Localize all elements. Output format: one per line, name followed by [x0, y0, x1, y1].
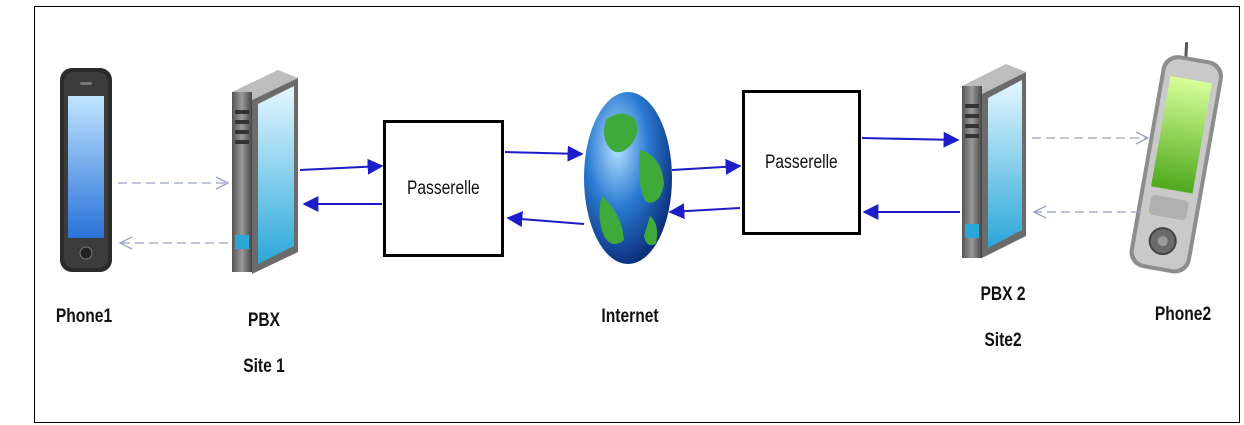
arrow-internet-to-gateway2: [671, 158, 742, 175]
pbx1-label-line1: PBX: [247, 310, 281, 331]
arrow-gateway2-to-internet: [668, 203, 741, 220]
gateway-label: Passerelle: [765, 151, 838, 173]
gateway-label: Passerelle: [407, 177, 480, 199]
arrow-gateway1-to-internet: [504, 145, 584, 162]
pbx2-label-line1: PBX 2: [980, 284, 1026, 305]
arrow-gateway2-to-pbx2: [861, 131, 960, 148]
globe-icon: [584, 92, 672, 264]
gateway-box-2: Passerelle: [742, 90, 861, 235]
smartphone-icon: [60, 68, 112, 272]
phone2-label: Phone2: [1154, 304, 1212, 325]
arrow-pbx1-to-gateway1: [299, 158, 384, 175]
pbx2-label-line2: Site2: [984, 330, 1022, 351]
server-tower-icon: [962, 64, 1026, 258]
internet-label: Internet: [601, 306, 659, 327]
arrow-internet-to-gateway1: [506, 211, 585, 228]
phone1-label: Phone1: [55, 306, 113, 327]
pda-phone-icon: [1129, 42, 1224, 274]
pbx1-label-line2: Site 1: [243, 356, 285, 377]
server-tower-icon: [232, 70, 298, 274]
gateway-box-1: Passerelle: [383, 120, 504, 257]
